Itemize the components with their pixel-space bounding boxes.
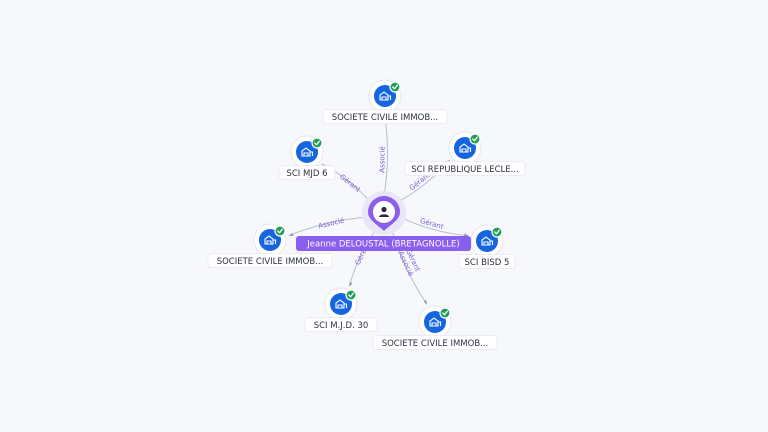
node-label: SCI REPUBLIQUE LECLE... bbox=[411, 165, 518, 175]
edge-label: Associé bbox=[378, 146, 386, 173]
building-icon bbox=[379, 91, 392, 101]
node-label: SOCIETE CIVILE IMMOB... bbox=[382, 339, 489, 349]
edge-line bbox=[401, 217, 468, 237]
company-node[interactable]: SCI BISD 5 bbox=[458, 224, 516, 269]
verified-check-icon bbox=[345, 289, 357, 301]
person-icon bbox=[379, 206, 389, 217]
building-icon bbox=[264, 235, 277, 245]
building-icon bbox=[459, 143, 472, 153]
node-label-bg bbox=[458, 254, 516, 269]
nodes-layer: SOCIETE CIVILE IMMOB... SCI MJD 6 SCI REPU… bbox=[207, 79, 526, 350]
node-label: SOCIETE CIVILE IMMOB... bbox=[217, 257, 324, 267]
company-node[interactable]: SOCIETE CIVILE IMMOB... bbox=[322, 79, 448, 124]
center-label: Jeanne DELOUSTAL (BRETAGNOLLE) bbox=[306, 240, 460, 250]
edge-arrow bbox=[423, 299, 427, 305]
node-label: SCI M.J.D. 30 bbox=[314, 321, 369, 331]
edge-label: Gérant bbox=[338, 173, 362, 194]
node-circle bbox=[259, 229, 281, 251]
verified-check-icon bbox=[389, 81, 401, 93]
verified-check-icon bbox=[469, 133, 481, 145]
node-circle bbox=[476, 230, 498, 252]
node-label-bg bbox=[207, 253, 333, 268]
node-label: SCI MJD 6 bbox=[286, 169, 327, 179]
node-label-bg bbox=[372, 335, 498, 350]
node-label: SCI BISD 5 bbox=[465, 258, 510, 268]
edge-line bbox=[349, 228, 377, 287]
edge-arrow bbox=[463, 233, 469, 237]
edge-n1: Associé bbox=[378, 114, 388, 196]
verified-check-icon bbox=[274, 225, 286, 237]
edge-n4: Associé bbox=[288, 216, 367, 237]
company-node[interactable]: SOCIETE CIVILE IMMOB... bbox=[372, 305, 498, 350]
company-node[interactable]: SCI MJD 6 bbox=[278, 135, 336, 180]
building-icon bbox=[481, 236, 494, 246]
node-circle bbox=[374, 85, 396, 107]
node-label: SOCIETE CIVILE IMMOB... bbox=[332, 113, 439, 123]
edge-arrow bbox=[288, 233, 294, 237]
node-circle bbox=[424, 311, 446, 333]
center-node[interactable]: Jeanne DELOUSTAL (BRETAGNOLLE) bbox=[296, 191, 471, 251]
node-circle bbox=[296, 141, 318, 163]
verified-check-icon bbox=[439, 307, 451, 319]
center-label-bg bbox=[296, 236, 471, 251]
node-label-bg bbox=[278, 165, 336, 180]
node-label-bg bbox=[404, 161, 526, 176]
edge-line bbox=[289, 216, 367, 236]
building-icon bbox=[301, 147, 314, 157]
edge-n5: Gérant bbox=[401, 217, 469, 237]
verified-check-icon bbox=[311, 137, 323, 149]
company-node[interactable]: SCI REPUBLIQUE LECLE... bbox=[404, 131, 526, 176]
company-node[interactable]: SCI M.J.D. 30 bbox=[304, 287, 378, 332]
node-circle bbox=[330, 293, 352, 315]
node-circle bbox=[454, 137, 476, 159]
building-icon bbox=[429, 317, 442, 327]
edge-label: Associé bbox=[318, 216, 346, 230]
building-icon bbox=[335, 299, 348, 309]
company-node[interactable]: SOCIETE CIVILE IMMOB... bbox=[207, 223, 333, 268]
node-label-bg bbox=[304, 317, 378, 332]
edge-arrow bbox=[349, 282, 353, 287]
verified-check-icon bbox=[491, 226, 503, 238]
node-label-bg bbox=[322, 109, 448, 124]
